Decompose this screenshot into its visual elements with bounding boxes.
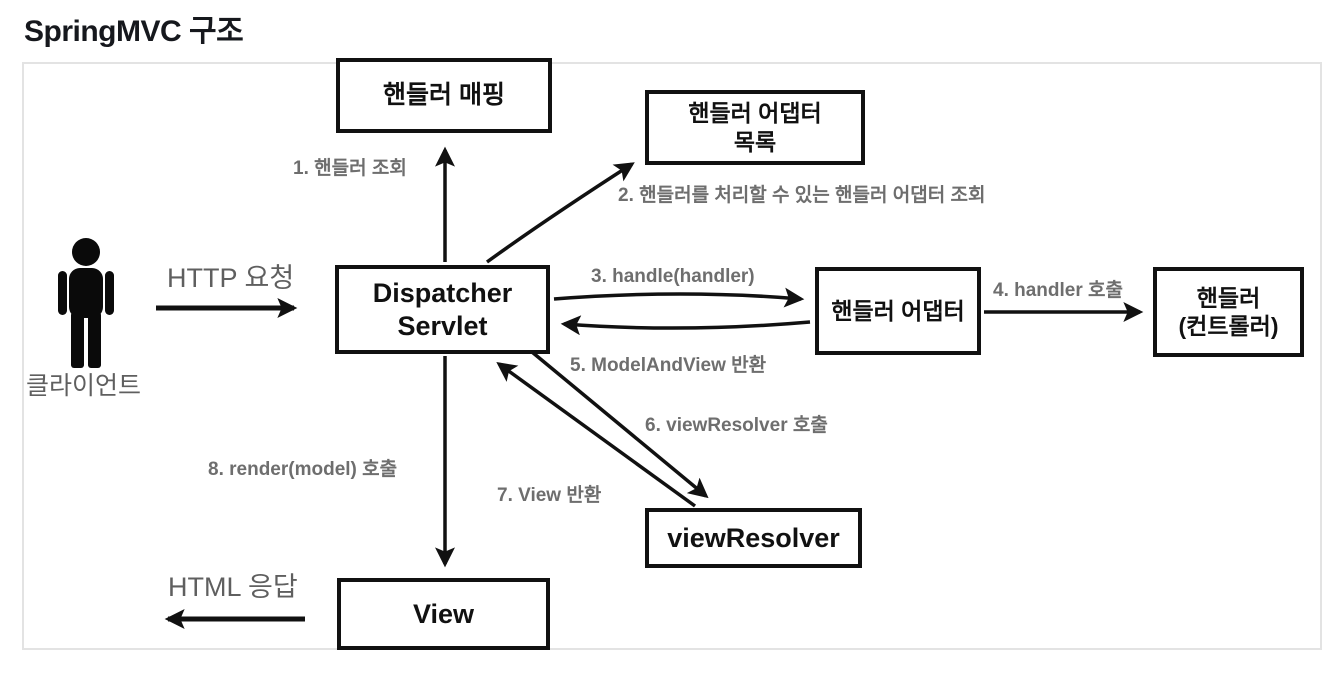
node-dispatcher-servlet: Dispatcher Servlet <box>335 265 550 354</box>
label-step7: 7. View 반환 <box>497 485 602 506</box>
label-http-request: HTTP 요청 <box>167 263 295 293</box>
label-client: 클라이언트 <box>26 372 142 400</box>
node-handler-mapping: 핸들러 매핑 <box>336 58 552 133</box>
label-html-response: HTML 응답 <box>168 572 298 602</box>
page-title: SpringMVC 구조 <box>24 15 244 48</box>
label-step5: 5. ModelAndView 반환 <box>570 355 767 376</box>
label-step4: 4. handler 호출 <box>993 280 1123 301</box>
node-view: View <box>337 578 550 650</box>
label-step2: 2. 핸들러를 처리할 수 있는 핸들러 어댑터 조회 <box>618 185 986 206</box>
label-step1: 1. 핸들러 조회 <box>293 158 407 179</box>
label-step6: 6. viewResolver 호출 <box>645 415 828 436</box>
label-step8: 8. render(model) 호출 <box>208 459 398 480</box>
label-step3: 3. handle(handler) <box>591 266 755 287</box>
node-view-resolver: viewResolver <box>645 508 862 568</box>
node-handler-adapter-list: 핸들러 어댑터 목록 <box>645 90 865 165</box>
node-handler-adapter: 핸들러 어댑터 <box>815 267 981 355</box>
node-handler-controller: 핸들러 (컨트롤러) <box>1153 267 1304 357</box>
